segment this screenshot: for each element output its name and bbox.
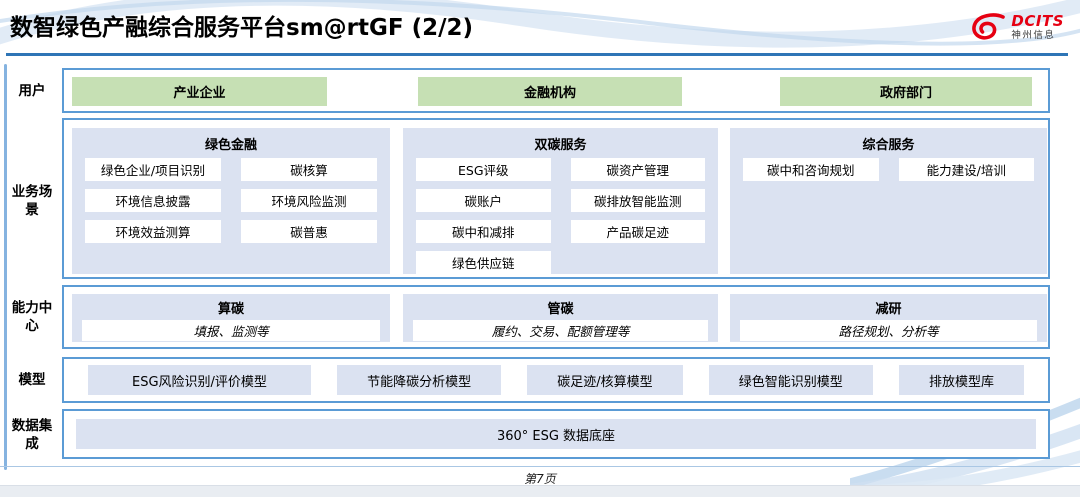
scenario-item: 碳账户 <box>416 189 551 212</box>
capability-panel-manage-carbon: 管碳 履约、交易、配额管理等 <box>403 294 718 342</box>
scenario-item: 碳资产管理 <box>570 158 705 181</box>
panel-items: 绿色企业/项目识别 碳核算 环境信息披露 环境风险监测 环境效益测算 碳普惠 <box>72 152 390 251</box>
scenario-item: 碳核算 <box>241 158 377 181</box>
scenario-panel-comprehensive: 综合服务 碳中和咨询规划 能力建设/培训 <box>730 128 1047 274</box>
scenario-item: 绿色企业/项目识别 <box>85 158 221 181</box>
panel-items: 碳中和咨询规划 能力建设/培训 <box>730 152 1047 189</box>
user-group-industry: 产业企业 <box>72 77 327 106</box>
model-box: 节能降碳分析模型 <box>337 365 502 395</box>
model-box: 绿色智能识别模型 <box>708 365 873 395</box>
scenario-item: 碳排放智能监测 <box>570 189 705 212</box>
capability-panel-reduction-research: 减研 路径规划、分析等 <box>730 294 1047 342</box>
scenario-item: 能力建设/培训 <box>898 158 1034 181</box>
title-underline <box>6 53 1068 56</box>
scenario-item: 环境信息披露 <box>85 189 221 212</box>
user-group-government: 政府部门 <box>780 77 1032 106</box>
capability-title: 管碳 <box>547 302 574 317</box>
company-logo: DCITS 神州信息 <box>970 12 1064 42</box>
left-accent-bar <box>4 64 7 470</box>
scenario-item: 碳中和咨询规划 <box>743 158 879 181</box>
page-number: 第7页 <box>524 472 556 486</box>
business-scenarios-row: 绿色金融 绿色企业/项目识别 碳核算 环境信息披露 环境风险监测 环境效益测算 … <box>62 118 1050 279</box>
scenario-item: ESG评级 <box>416 158 551 181</box>
capability-title: 减研 <box>875 302 902 317</box>
dcits-swirl-icon <box>972 13 1006 40</box>
logo-brand: DCITS <box>1011 11 1064 30</box>
models-row: ESG风险识别/评价模型 节能降碳分析模型 碳足迹/核算模型 绿色智能识别模型 … <box>62 357 1050 403</box>
scenario-item: 环境风险监测 <box>241 189 377 212</box>
panel-title: 综合服务 <box>862 138 915 153</box>
data-foundation-box: 360° ESG 数据底座 <box>76 419 1036 449</box>
scenario-item: 绿色供应链 <box>416 251 551 274</box>
row-label-capabilities: 能力中心 <box>11 300 53 334</box>
logo-company: 神州信息 <box>1011 29 1056 41</box>
page-title: 数智绿色产融综合服务平台sm@rtGF (2/2) <box>10 15 474 41</box>
scenario-item: 碳中和减排 <box>416 220 551 243</box>
model-box: 碳足迹/核算模型 <box>527 365 683 395</box>
capability-title: 算碳 <box>217 302 244 317</box>
scenario-panel-green-finance: 绿色金融 绿色企业/项目识别 碳核算 环境信息披露 环境风险监测 环境效益测算 … <box>72 128 390 274</box>
logo-text: DCITS 神州信息 <box>1011 11 1064 41</box>
capability-desc: 填报、监测等 <box>82 320 380 341</box>
capability-desc: 履约、交易、配额管理等 <box>413 320 708 341</box>
bottom-strip <box>0 485 1080 497</box>
capability-panel-calc-carbon: 算碳 填报、监测等 <box>72 294 390 342</box>
scenario-item: 产品碳足迹 <box>570 220 705 243</box>
row-label-users: 用户 <box>18 83 46 99</box>
data-integration-row: 360° ESG 数据底座 <box>62 409 1050 459</box>
footer-divider <box>0 466 1080 467</box>
scenario-item: 环境效益测算 <box>85 220 221 243</box>
users-row: 产业企业 金融机构 政府部门 <box>62 68 1050 113</box>
scenario-panel-dual-carbon: 双碳服务 ESG评级 碳资产管理 碳账户 碳排放智能监测 碳中和减排 产品碳足迹… <box>403 128 718 274</box>
row-label-models: 模型 <box>18 372 46 388</box>
row-label-data-integration: 数据集成 <box>11 418 53 452</box>
user-group-finance: 金融机构 <box>418 77 682 106</box>
row-label-scenarios: 业务场景 <box>11 184 53 218</box>
panel-title: 双碳服务 <box>534 138 587 153</box>
model-box: ESG风险识别/评价模型 <box>88 365 311 395</box>
model-box: 排放模型库 <box>898 365 1024 395</box>
scenario-item: 碳普惠 <box>241 220 377 243</box>
panel-title: 绿色金融 <box>204 138 257 153</box>
capability-desc: 路径规划、分析等 <box>740 320 1037 341</box>
panel-items: ESG评级 碳资产管理 碳账户 碳排放智能监测 碳中和减排 产品碳足迹 绿色供应… <box>403 152 718 282</box>
capability-center-row: 算碳 填报、监测等 管碳 履约、交易、配额管理等 减研 路径规划、分析等 <box>62 285 1050 349</box>
